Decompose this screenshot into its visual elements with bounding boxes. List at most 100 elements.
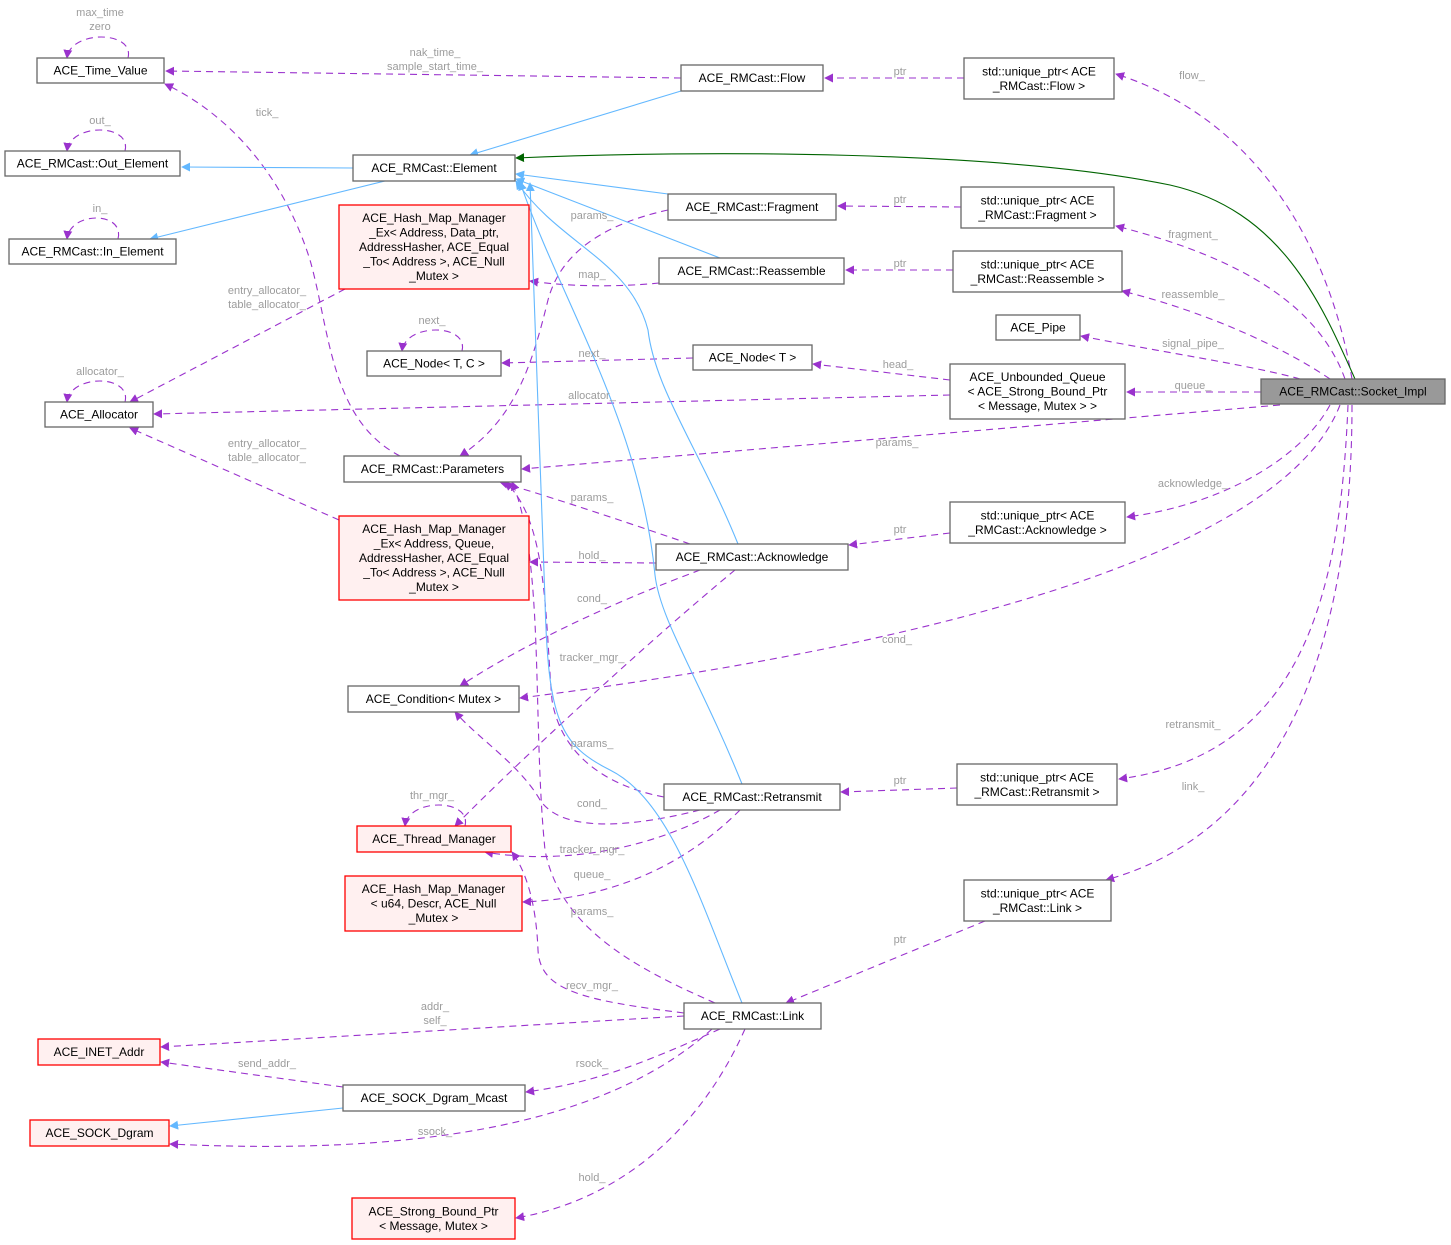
edge-label: fragment_ bbox=[1168, 229, 1218, 241]
class-node-up-retransmit[interactable]: std::unique_ptr< ACE_RMCast::Retransmit … bbox=[956, 763, 1118, 806]
class-node-up-fragment[interactable]: std::unique_ptr< ACE_RMCast::Fragment > bbox=[960, 186, 1115, 229]
node-label: _RMCast::Link > bbox=[992, 901, 1082, 915]
class-node-link[interactable]: ACE_RMCast::Link bbox=[683, 1002, 822, 1030]
edge-up_link-to-link bbox=[785, 920, 986, 1005]
class-node-in-element[interactable]: ACE_RMCast::In_Element bbox=[8, 238, 177, 265]
node-label: ACE_Hash_Map_Manager bbox=[362, 882, 505, 896]
class-node-condition[interactable]: ACE_Condition< Mutex > bbox=[347, 685, 520, 713]
edge-acknowledge-to-element bbox=[515, 180, 739, 545]
edge-label: hold_ bbox=[579, 550, 607, 562]
node-box bbox=[37, 1038, 161, 1066]
class-node-hash-queue[interactable]: ACE_Hash_Map_Manager_Ex< Address, Queue,… bbox=[338, 515, 530, 601]
edge-retransmit-to-element bbox=[518, 181, 743, 785]
class-node-pipe[interactable]: ACE_Pipe bbox=[995, 314, 1081, 341]
edge-label-line: ptr bbox=[894, 934, 907, 946]
edge-label: rsock_ bbox=[576, 1058, 609, 1070]
class-node-allocator[interactable]: ACE_Allocator bbox=[44, 401, 154, 428]
edge-label: cond_ bbox=[577, 593, 608, 605]
edge-fragment-to-parameters bbox=[459, 209, 669, 457]
node-label: _Mutex > bbox=[408, 269, 459, 283]
class-node-thread-mgr[interactable]: ACE_Thread_Manager bbox=[356, 825, 512, 853]
edge-label: nak_time_sample_start_time_ bbox=[387, 47, 484, 73]
edge-label-line: retransmit_ bbox=[1165, 719, 1221, 731]
node-box bbox=[338, 515, 530, 601]
class-node-hash-u64[interactable]: ACE_Hash_Map_Manager< u64, Descr, ACE_Nu… bbox=[344, 875, 523, 932]
class-node-acknowledge[interactable]: ACE_RMCast::Acknowledge bbox=[655, 543, 849, 571]
class-node-flow[interactable]: ACE_RMCast::Flow bbox=[680, 64, 824, 92]
edge-link-to-sock_dgram bbox=[169, 1028, 713, 1149]
class-node-retransmit[interactable]: ACE_RMCast::Retransmit bbox=[663, 783, 841, 811]
node-label: ACE_RMCast::Element bbox=[371, 161, 497, 175]
edge-time_value-to-time_value bbox=[63, 36, 129, 59]
edge-label: queue_ bbox=[1175, 380, 1213, 392]
class-node-node-t[interactable]: ACE_Node< T > bbox=[692, 344, 813, 371]
edge-link-to-element bbox=[525, 182, 743, 1004]
edge-label-line: queue_ bbox=[1175, 380, 1213, 392]
edge-label: map_ bbox=[578, 269, 606, 281]
class-node-up-link[interactable]: std::unique_ptr< ACE_RMCast::Link > bbox=[963, 879, 1112, 922]
edge-label-line: queue_ bbox=[574, 869, 612, 881]
edge-label-line: ptr bbox=[894, 775, 907, 787]
node-box bbox=[356, 825, 512, 853]
class-node-node-tc[interactable]: ACE_Node< T, C > bbox=[366, 350, 502, 377]
class-node-queue[interactable]: ACE_Unbounded_Queue< ACE_Strong_Bound_Pt… bbox=[949, 363, 1126, 420]
class-node-reassemble[interactable]: ACE_RMCast::Reassemble bbox=[658, 257, 845, 285]
class-node-fragment[interactable]: ACE_RMCast::Fragment bbox=[667, 193, 837, 221]
node-label: ACE_Allocator bbox=[60, 408, 138, 422]
edge-label-line: sample_start_time_ bbox=[387, 61, 484, 73]
edge-retransmit-to-hash_u64 bbox=[522, 809, 741, 907]
node-label: _RMCast::Retransmit > bbox=[973, 785, 1099, 799]
node-label: ACE_RMCast::Reassemble bbox=[677, 264, 825, 278]
class-node-element[interactable]: ACE_RMCast::Element bbox=[352, 154, 516, 182]
edge-up_fragment-to-fragment bbox=[837, 201, 962, 211]
node-box bbox=[352, 154, 516, 182]
node-box bbox=[949, 501, 1126, 544]
edge-label: ptr bbox=[894, 934, 907, 946]
class-node-up-reassemble[interactable]: std::unique_ptr< ACE_RMCast::Reassemble … bbox=[952, 250, 1123, 293]
class-node-out-element[interactable]: ACE_RMCast::Out_Element bbox=[4, 150, 181, 177]
edge-label-line: tick_ bbox=[256, 107, 280, 119]
node-label: ACE_RMCast::Socket_Impl bbox=[1279, 385, 1426, 399]
class-node-time-value[interactable]: ACE_Time_Value bbox=[36, 57, 165, 84]
edge-acknowledge-to-parameters bbox=[499, 480, 691, 545]
edge-label-line: self_ bbox=[423, 1015, 447, 1027]
node-box bbox=[8, 238, 177, 265]
node-label: ACE_Hash_Map_Manager bbox=[362, 211, 505, 225]
class-node-parameters[interactable]: ACE_RMCast::Parameters bbox=[343, 455, 522, 483]
edge-label-line: ptr bbox=[894, 194, 907, 206]
edge-socket_impl-to-condition bbox=[519, 404, 1341, 702]
edge-label-line: params_ bbox=[571, 906, 615, 918]
node-label: _RMCast::Flow > bbox=[992, 79, 1085, 93]
edge-hash_queue-to-allocator bbox=[129, 427, 340, 521]
class-node-up-ack[interactable]: std::unique_ptr< ACE_RMCast::Acknowledge… bbox=[949, 501, 1126, 544]
edge-label: addr_self_ bbox=[421, 1001, 450, 1027]
class-node-hash-data[interactable]: ACE_Hash_Map_Manager_Ex< Address, Data_p… bbox=[338, 204, 530, 290]
node-box bbox=[36, 57, 165, 84]
edge-label-line: rsock_ bbox=[576, 1058, 609, 1070]
edge-label-line: cond_ bbox=[882, 634, 913, 646]
edge-parameters-to-time_value bbox=[164, 83, 401, 457]
class-node-strong-bound[interactable]: ACE_Strong_Bound_Ptr< Message, Mutex > bbox=[351, 1197, 516, 1240]
node-label: std::unique_ptr< ACE bbox=[981, 886, 1095, 900]
edge-label: params_ bbox=[571, 492, 615, 504]
class-node-socket-impl[interactable]: ACE_RMCast::Socket_Impl bbox=[1260, 378, 1446, 405]
edge-label-line: params_ bbox=[571, 738, 615, 750]
node-label: ACE_Unbounded_Queue bbox=[969, 370, 1105, 384]
class-node-sock-dgram-mcast[interactable]: ACE_SOCK_Dgram_Mcast bbox=[342, 1084, 526, 1112]
edge-label: tracker_mgr_ bbox=[560, 844, 626, 856]
node-box bbox=[663, 783, 841, 811]
edge-element-to-in_element bbox=[149, 180, 386, 242]
edge-label: allocator_ bbox=[568, 390, 617, 402]
class-node-up-flow[interactable]: std::unique_ptr< ACE_RMCast::Flow > bbox=[963, 57, 1115, 100]
node-label: _RMCast::Fragment > bbox=[977, 208, 1096, 222]
edge-label: next_ bbox=[419, 315, 447, 327]
node-label: std::unique_ptr< ACE bbox=[980, 770, 1094, 784]
edge-label: entry_allocator_table_allocator_ bbox=[228, 438, 307, 464]
edge-label-line: cond_ bbox=[577, 593, 608, 605]
node-label: _Mutex > bbox=[408, 911, 459, 925]
class-node-inet-addr[interactable]: ACE_INET_Addr bbox=[37, 1038, 161, 1066]
node-box bbox=[347, 685, 520, 713]
edge-acknowledge-to-thread_mgr bbox=[454, 569, 736, 827]
class-node-sock-dgram[interactable]: ACE_SOCK_Dgram bbox=[29, 1119, 170, 1147]
edge-label: allocator_ bbox=[76, 366, 125, 378]
